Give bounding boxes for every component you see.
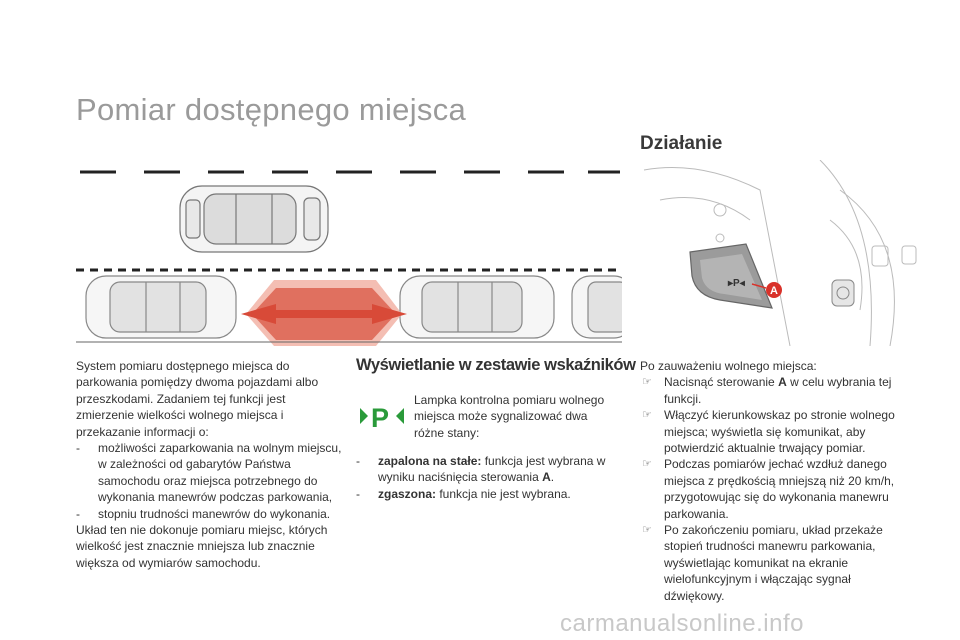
parking-sensor-lamp-icon: P	[360, 403, 404, 432]
operation-steps: Po zauważeniu wolnego miejsca: ☞ Nacisną…	[640, 358, 910, 604]
watermark: carmanualsonline.info	[560, 610, 804, 637]
list-item: - stopniu trudności manewrów do wykonani…	[76, 506, 331, 521]
list-item: ☞ Włączyć kierunkowskaz po stronie wolne…	[642, 408, 895, 456]
parked-car-left	[85, 275, 237, 339]
steering-switch	[831, 279, 855, 307]
list-item: ☞ Podczas pomiarów jechać wzdłuż danego …	[642, 457, 895, 521]
parked-car-far-right	[571, 275, 622, 339]
intro-paragraph: System pomiaru dostępnego miejsca do par…	[76, 359, 319, 439]
outro-paragraph: Układ ten nie dokonuje pomiaru miejsc, k…	[76, 523, 328, 570]
control-a-label: A	[770, 285, 778, 297]
moving-car	[179, 185, 329, 253]
svg-text:▸P◂: ▸P◂	[727, 278, 746, 289]
parked-car-right	[399, 275, 555, 339]
list-item: ☞ Po zakończeniu pomiaru, układ przekaże…	[642, 523, 883, 603]
list-item: - zgaszona: funkcja nie jest wybrana.	[356, 486, 571, 501]
pointing-hand-icon: ☞	[642, 409, 652, 422]
pointing-hand-icon: ☞	[642, 524, 652, 537]
page-title: Pomiar dostępnego miejsca	[76, 92, 467, 127]
parking-space-illustration	[76, 170, 622, 346]
lamp-states: - zapalona na stałe: funkcja jest wybran…	[356, 453, 624, 502]
measurement-arrow	[241, 280, 407, 346]
svg-text:P: P	[371, 403, 389, 432]
section-heading-display: Wyświetlanie w zestawie wskaźników	[356, 356, 636, 374]
list-item: ☞ Nacisnąć sterowanie A w celu wybrania …	[642, 375, 892, 406]
dashboard-illustration: ▸P◂ A	[643, 160, 917, 346]
lamp-description: Lampka kontrolna pomiaru wolnego miejsca…	[414, 393, 605, 440]
pointing-hand-icon: ☞	[642, 376, 652, 389]
section-heading-operation: Działanie	[640, 133, 723, 154]
pointing-hand-icon: ☞	[642, 458, 652, 471]
control-panel: ▸P◂	[689, 243, 773, 309]
list-item: - zapalona na stałe: funkcja jest wybran…	[356, 454, 606, 485]
description-text: System pomiaru dostępnego miejsca do par…	[76, 358, 346, 571]
control-a-marker: A	[751, 282, 782, 298]
list-item: - możliwości zaparkowania na wolnym miej…	[76, 441, 342, 505]
